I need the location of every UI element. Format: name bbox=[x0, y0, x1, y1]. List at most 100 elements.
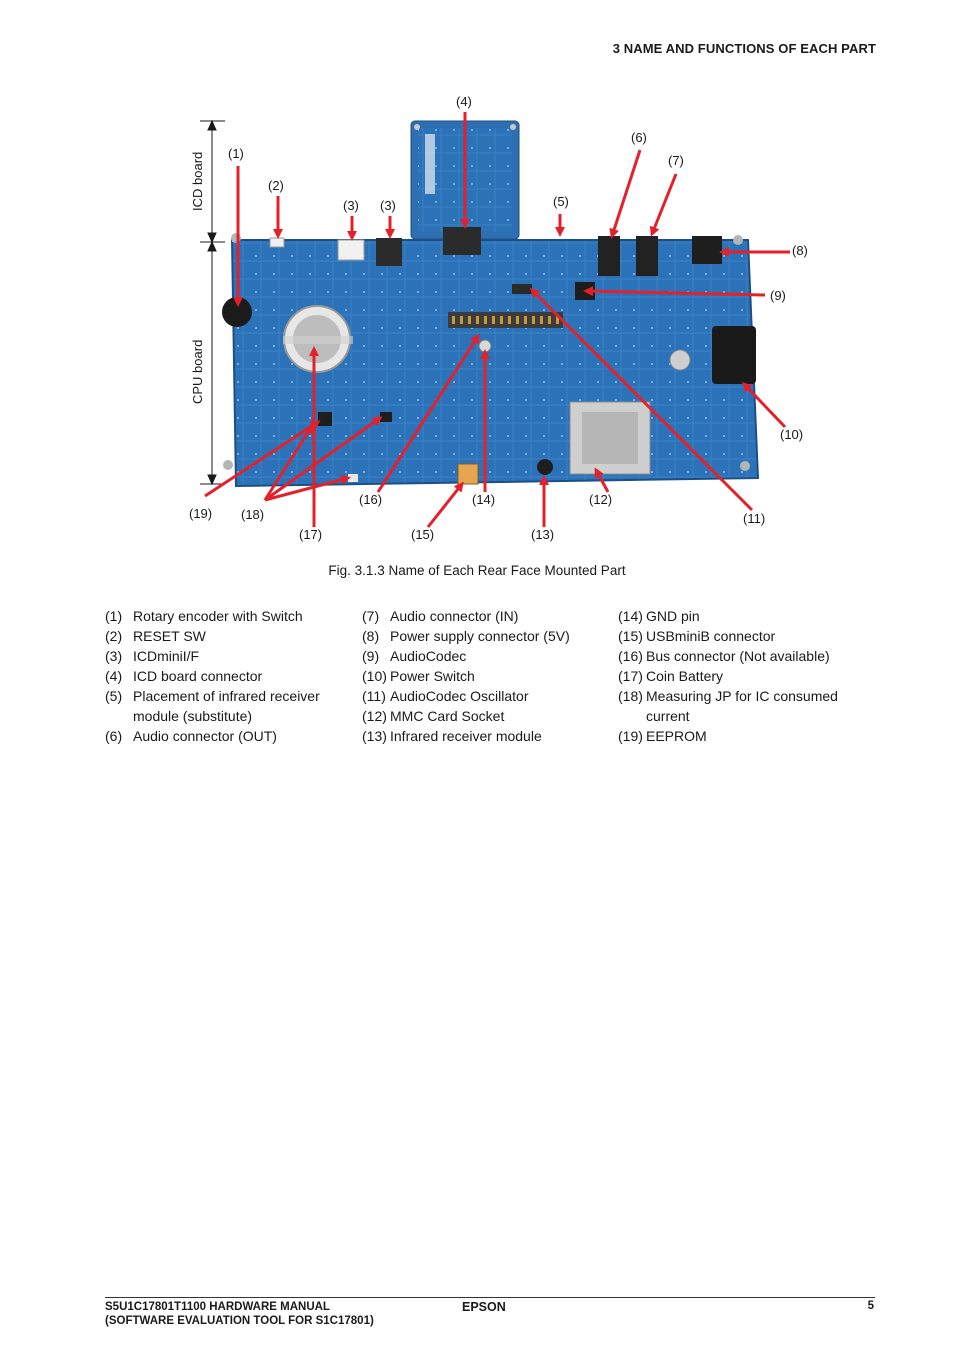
manual-title: S5U1C17801T1100 HARDWARE MANUAL bbox=[105, 1301, 330, 1313]
legend-item: (3) ICDminiI/F bbox=[105, 646, 320, 666]
legend-item: (9) AudioCodec bbox=[362, 646, 570, 666]
callout-8: (8) bbox=[792, 243, 808, 258]
callout-7: (7) bbox=[668, 153, 684, 168]
legend-item: (7) Audio connector (IN) bbox=[362, 606, 570, 626]
legend-number: (10) bbox=[362, 668, 387, 684]
board-figure bbox=[200, 112, 790, 528]
section-header: 3 NAME AND FUNCTIONS OF EACH PART bbox=[612, 41, 876, 56]
legend-item: (1) Rotary encoder with Switch bbox=[105, 606, 320, 626]
legend-text: module (substitute) bbox=[133, 708, 253, 724]
legend-number: (5) bbox=[105, 688, 123, 704]
legend-number: (6) bbox=[105, 728, 123, 744]
callout-1: (1) bbox=[228, 146, 244, 161]
legend-number: (17) bbox=[618, 668, 643, 684]
legend-text: AudioCodec bbox=[390, 648, 467, 664]
legend-item: module (substitute) bbox=[105, 706, 320, 726]
legend-item: (13)Infrared receiver module bbox=[362, 726, 570, 746]
legend-text: RESET SW bbox=[133, 628, 206, 644]
callout-5: (5) bbox=[553, 194, 569, 209]
callout-18: (18) bbox=[241, 507, 265, 522]
legend-item: (12)MMC Card Socket bbox=[362, 706, 570, 726]
legend-text: AudioCodec Oscillator bbox=[390, 688, 529, 704]
callout-4: (4) bbox=[456, 94, 472, 109]
callout-11: (11) bbox=[743, 511, 766, 526]
legend-text: Coin Battery bbox=[646, 668, 724, 684]
legend-item: (4) ICD board connector bbox=[105, 666, 320, 686]
callout-13: (13) bbox=[531, 527, 555, 542]
dimension-lines bbox=[200, 119, 225, 486]
legend-column-2: (7) Audio connector (IN) (8) Power supply … bbox=[362, 606, 570, 746]
legend-number: (19) bbox=[618, 728, 643, 744]
legend-item: (11)AudioCodec Oscillator bbox=[362, 686, 570, 706]
legend-text: Audio connector (IN) bbox=[390, 608, 519, 624]
legend-number: (13) bbox=[362, 728, 387, 744]
cpu-board-label: CPU board bbox=[190, 339, 205, 404]
footer-manual-title: S5U1C17801T1100 HARDWARE MANUAL (SOFTWAR… bbox=[105, 1300, 374, 1328]
legend-item: (6) Audio connector (OUT) bbox=[105, 726, 320, 746]
figure-caption: Fig. 3.1.3 Name of Each Rear Face Mounte… bbox=[328, 563, 626, 578]
cpu-board-image bbox=[222, 227, 760, 488]
callout-12: (12) bbox=[589, 492, 613, 507]
callout-3a: (3) bbox=[343, 198, 359, 213]
page-number: 5 bbox=[867, 1300, 874, 1312]
legend-text: Bus connector (Not available) bbox=[646, 648, 830, 664]
legend-item: (16)Bus connector (Not available) bbox=[618, 646, 838, 666]
footer-brand: EPSON bbox=[462, 1300, 506, 1314]
legend-text: GND pin bbox=[646, 608, 700, 624]
legend-number: (11) bbox=[362, 688, 386, 704]
legend-number: (8) bbox=[362, 628, 380, 644]
legend-number: (14) bbox=[618, 608, 643, 624]
legend-text: ICD board connector bbox=[133, 668, 263, 684]
legend-text: MMC Card Socket bbox=[390, 708, 505, 724]
legend-item: (2) RESET SW bbox=[105, 626, 320, 646]
legend-item: (19)EEPROM bbox=[618, 726, 838, 746]
legend-text: ICDminiI/F bbox=[133, 648, 200, 664]
legend-number: (7) bbox=[362, 608, 380, 624]
legend-text: current bbox=[646, 708, 690, 724]
legend-item: (15)USBminiB connector bbox=[618, 626, 838, 646]
legend-text: Rotary encoder with Switch bbox=[133, 608, 303, 624]
legend-text: Measuring JP for IC consumed bbox=[646, 688, 838, 704]
callout-6: (6) bbox=[631, 130, 647, 145]
legend-number bbox=[618, 706, 646, 726]
legend-item: current bbox=[618, 706, 838, 726]
legend-number: (3) bbox=[105, 648, 123, 664]
legend-number: (18) bbox=[618, 688, 643, 704]
legend-column-3: (14)GND pin (15)USBminiB connector (16)B… bbox=[618, 606, 838, 746]
legend-item: (18)Measuring JP for IC consumed bbox=[618, 686, 838, 706]
callout-15: (15) bbox=[411, 527, 435, 542]
legend-text: Infrared receiver module bbox=[390, 728, 542, 744]
legend-number: (4) bbox=[105, 668, 123, 684]
legend-text: Audio connector (OUT) bbox=[133, 728, 277, 744]
legend-column-1: (1) Rotary encoder with Switch (2) RESET S… bbox=[105, 606, 320, 746]
callout-2: (2) bbox=[268, 178, 284, 193]
callout-3b: (3) bbox=[380, 198, 396, 213]
legend-item: (5) Placement of infrared receiver bbox=[105, 686, 320, 706]
legend-number: (16) bbox=[618, 648, 643, 664]
legend-number: (1) bbox=[105, 608, 123, 624]
legend-number: (2) bbox=[105, 628, 123, 644]
callout-17: (17) bbox=[299, 527, 323, 542]
legend-item: (14)GND pin bbox=[618, 606, 838, 626]
callout-14: (14) bbox=[472, 492, 496, 507]
legend-number: (9) bbox=[362, 648, 380, 664]
legend-text: EEPROM bbox=[646, 728, 707, 744]
legend-text: Placement of infrared receiver bbox=[133, 688, 320, 704]
legend-item: (17)Coin Battery bbox=[618, 666, 838, 686]
legend-number bbox=[105, 706, 133, 726]
callout-9: (9) bbox=[770, 288, 786, 303]
manual-subtitle: (SOFTWARE EVALUATION TOOL FOR S1C17801) bbox=[105, 1315, 374, 1327]
legend-text: Power supply connector (5V) bbox=[390, 628, 570, 644]
callout-arrows bbox=[204, 112, 790, 528]
legend-item: (10)Power Switch bbox=[362, 666, 570, 686]
footer-divider bbox=[105, 1297, 875, 1298]
callout-16: (16) bbox=[359, 492, 383, 507]
callout-10: (10) bbox=[780, 427, 804, 442]
legend-number: (12) bbox=[362, 708, 387, 724]
legend-number: (15) bbox=[618, 628, 643, 644]
legend-item: (8) Power supply connector (5V) bbox=[362, 626, 570, 646]
legend-text: USBminiB connector bbox=[646, 628, 776, 644]
icd-board-label: ICD board bbox=[190, 151, 205, 211]
callout-19: (19) bbox=[189, 506, 213, 521]
legend-text: Power Switch bbox=[390, 668, 475, 684]
